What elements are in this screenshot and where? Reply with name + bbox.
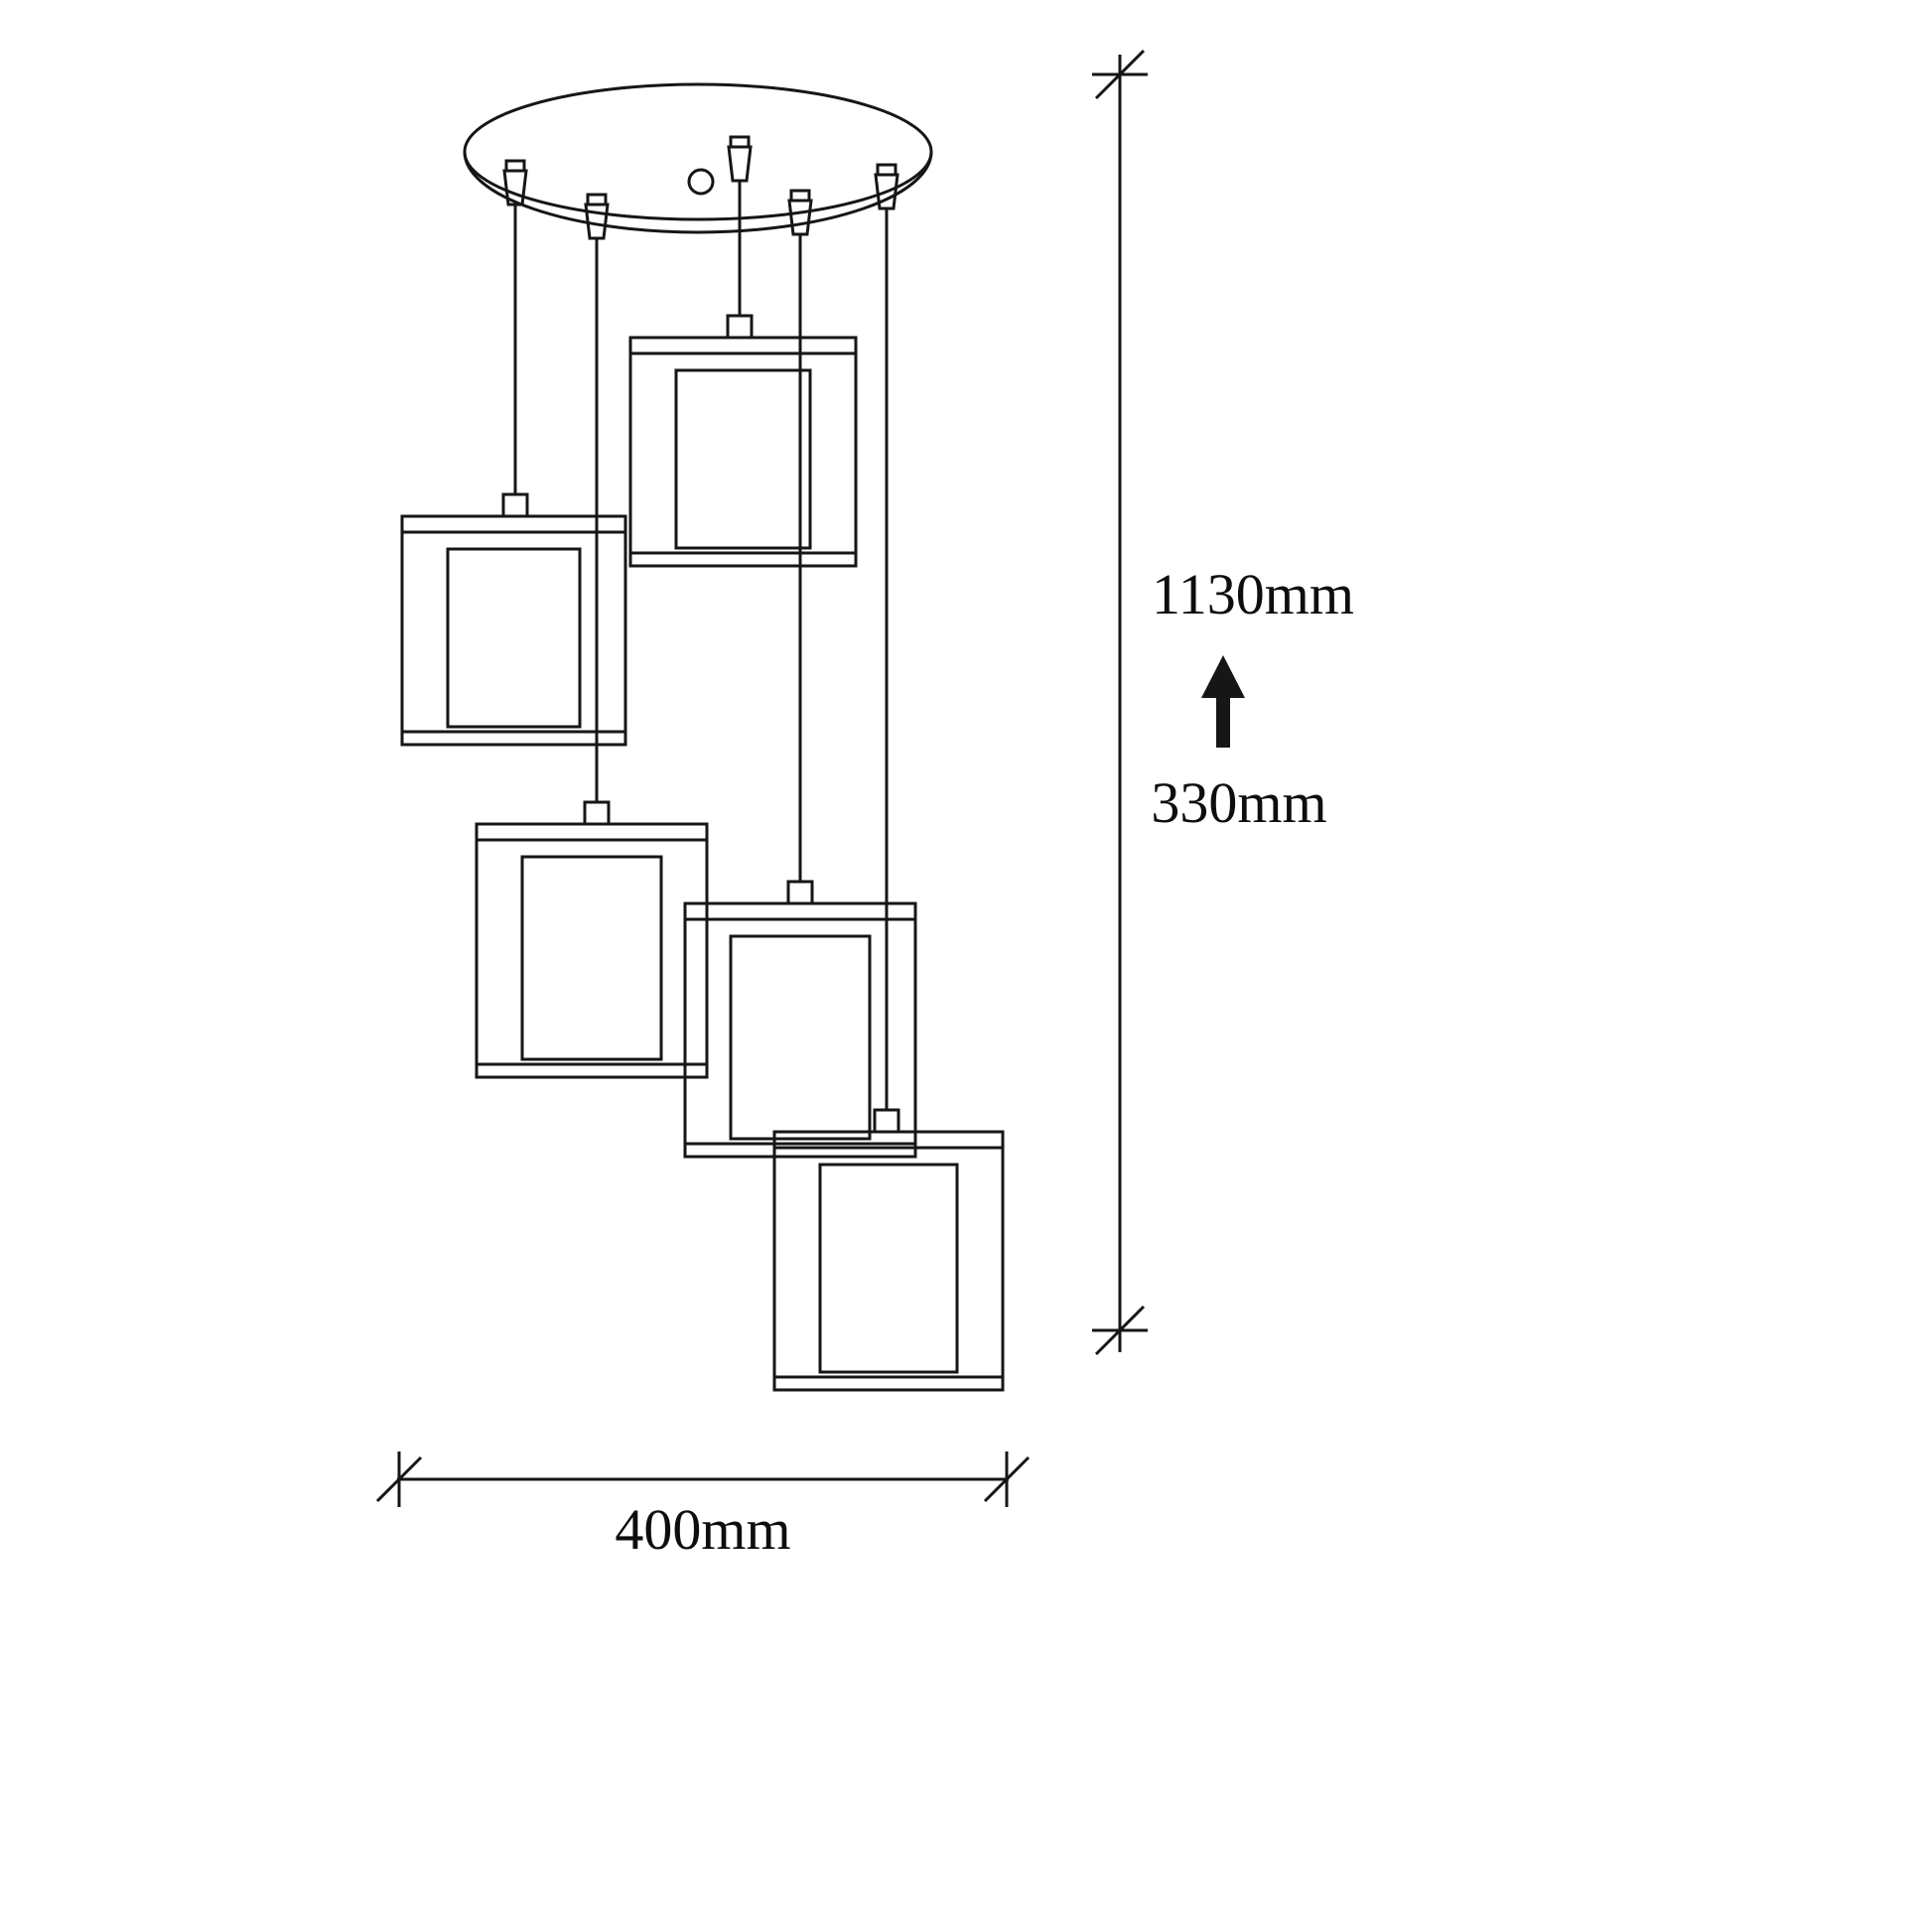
shade-cap [873,1108,900,1134]
dimension-tick-left [375,1455,423,1503]
cord-grip-2 [584,193,610,240]
cord-grip-4 [787,189,813,236]
cord-grip-3 [727,135,753,183]
lamp-shade-1 [628,314,858,568]
shade-cap [583,800,611,826]
lamp-shade-4 [683,880,917,1159]
width-label: 400mm [615,1497,790,1562]
shade-outer [475,822,709,1079]
shade-cap [786,880,814,905]
canopy-top-ellipse [463,82,933,221]
cord-grips [502,135,899,240]
dimension-tick-bottom [1094,1305,1146,1356]
cord-grip-1 [502,159,528,207]
height-dimension: 1130mm 330mm [1092,49,1354,1356]
shade-outer [628,336,858,568]
suspension-cords [513,181,889,1110]
lamp-shade-2 [400,492,627,747]
shade-outer [400,514,627,747]
ceiling-canopy [463,82,933,234]
lamp-shade-3 [475,800,709,1079]
shade-inner-diffuser [729,934,872,1141]
dimension-tick-top [1094,49,1146,100]
cord-grip-5 [874,163,899,210]
secondary-height-label: 330mm [1151,770,1326,835]
width-dimension: 400mm [375,1451,1031,1562]
shade-inner-diffuser [520,855,663,1061]
dimension-tick-right [983,1455,1031,1503]
canopy-rim [463,151,933,234]
shade-inner-diffuser [818,1163,959,1374]
shade-outer [772,1130,1005,1392]
total-height-label: 1130mm [1152,562,1354,626]
shade-inner-diffuser [674,368,812,550]
lamp-shade-5 [772,1108,1005,1392]
shade-inner-diffuser [446,547,582,729]
shade-cap [726,314,754,340]
shade-cap [501,492,529,518]
canopy-knob [687,168,715,196]
up-arrow-icon [1201,655,1245,748]
shade-outer [683,901,917,1159]
